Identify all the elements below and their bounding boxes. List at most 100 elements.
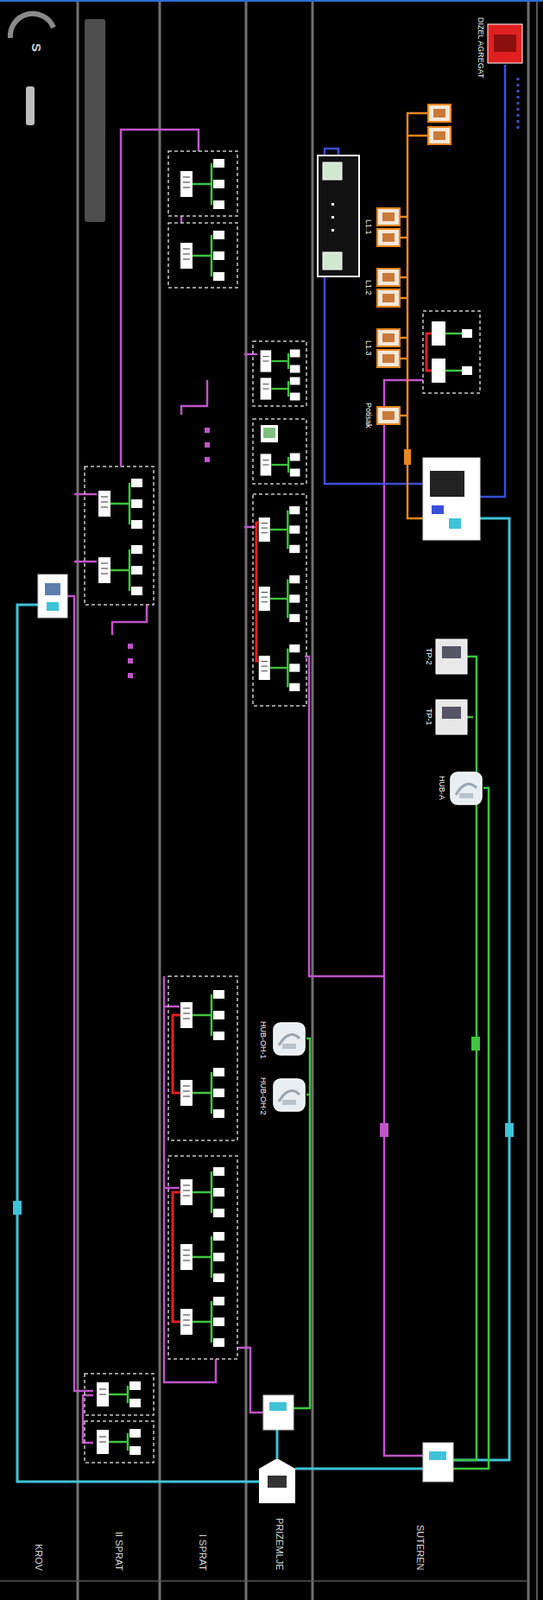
drawing-rect <box>441 706 461 719</box>
floor-name: PRIZEMLJE <box>274 1516 285 1570</box>
drawing-rect <box>260 424 278 442</box>
drawing-use <box>377 208 400 226</box>
drawing-use <box>180 1231 225 1282</box>
drawing-path <box>304 656 385 976</box>
device-name: L1.3 <box>364 340 373 356</box>
drawing-use <box>96 1380 141 1407</box>
drawing-rect <box>431 358 446 383</box>
drawing-path <box>164 1004 180 1008</box>
floor-band: I SPRAT <box>159 0 247 1599</box>
drawing-g <box>172 333 432 1321</box>
drawing-path <box>467 715 474 719</box>
drawing-rect <box>204 456 210 462</box>
drawing-rect <box>25 86 35 126</box>
drawing-line <box>0 1578 529 1581</box>
drawing-path <box>17 604 259 1481</box>
drawing-g <box>67 129 424 1455</box>
device-label: TP-1 <box>423 699 435 734</box>
drawing-rect <box>441 645 461 658</box>
floor-name: SUTEREN <box>415 1523 426 1570</box>
drawing-rect <box>204 427 210 433</box>
floor-band: KROV <box>0 0 78 1599</box>
device-name: Potisak <box>364 402 373 429</box>
drawing-rect <box>46 601 59 611</box>
drawing-rect <box>331 202 335 206</box>
drawing-rect <box>317 155 360 277</box>
drawing-use <box>377 228 400 247</box>
drawing-rect <box>423 310 480 393</box>
drawing-line <box>76 0 80 1599</box>
device-name: HUB-OH-1 <box>258 1020 268 1059</box>
drawing-rect <box>431 321 446 346</box>
drawing-path <box>181 379 208 415</box>
drawing-path <box>256 522 259 661</box>
device-name: HUB-OH-2 <box>258 1076 268 1115</box>
drawing-rect <box>168 222 238 288</box>
drawing-path <box>180 215 184 223</box>
floor-name: KROV <box>33 1542 45 1570</box>
drawing-rect <box>37 574 68 618</box>
drawing-use <box>98 544 143 595</box>
drawing-path <box>172 1014 181 1093</box>
drawing-g <box>77 0 529 1599</box>
device-name: TP-1 <box>424 707 434 726</box>
drawing-use <box>180 158 225 209</box>
drawing-use <box>260 377 301 401</box>
drawing-rect <box>487 24 523 64</box>
drawing-line <box>158 0 162 1599</box>
drawing-rect <box>84 466 154 605</box>
drawing-use <box>260 349 301 373</box>
drawing-path <box>384 379 424 1455</box>
drawing-use <box>377 328 400 347</box>
drawing-path <box>172 1191 181 1321</box>
drawing-rect <box>431 505 444 514</box>
drawing-rect <box>461 328 473 338</box>
device-label: TP-2 <box>423 638 435 674</box>
drawing-g <box>17 517 510 1481</box>
drawing-path <box>112 604 147 635</box>
drawing-use <box>260 453 301 477</box>
drawing-rect <box>505 1122 514 1137</box>
drawing-use <box>258 574 301 622</box>
logo-letter: S <box>29 43 45 52</box>
drawing-rect <box>331 215 335 219</box>
drawing-rect <box>471 1035 480 1050</box>
drawing-use <box>180 989 225 1040</box>
floor-band: SUTERENDIZEL AGREGATL1.1L1.2L1.3PotisakT… <box>312 0 529 1599</box>
drawing-path <box>453 787 489 1468</box>
drawing-line <box>517 77 520 130</box>
drawing-rect <box>44 582 61 595</box>
drawing-use <box>273 1022 305 1055</box>
drawing-path <box>276 1428 279 1458</box>
device-name: L1.2 <box>364 279 373 296</box>
drawing-path <box>74 492 97 496</box>
drawing-rect <box>461 366 473 375</box>
drawing-rect <box>168 151 238 216</box>
drawing-rect <box>435 638 468 674</box>
floor-band: PRIZEMLJE HUB-OH-1HUB-OH-2 <box>246 0 313 1599</box>
floor-name: I SPRAT <box>197 1533 209 1570</box>
drawing-use <box>180 1166 225 1217</box>
drawing-path <box>479 64 506 497</box>
drawing-rect <box>267 1474 287 1487</box>
drawing-g <box>331 202 335 232</box>
drawing-rect <box>84 1420 154 1462</box>
drawing-rect <box>252 340 307 406</box>
drawing-rect <box>263 1394 294 1429</box>
drawing-use <box>377 349 400 367</box>
drawing-use <box>180 1067 225 1118</box>
drawing-rect <box>404 448 411 465</box>
drawing-rect <box>322 252 342 270</box>
drawing-line <box>0 0 543 2</box>
drawing-use <box>377 268 400 286</box>
drawing-rect <box>12 1199 22 1214</box>
drawing-g <box>324 64 506 497</box>
drawing-use <box>428 104 451 122</box>
drawing-use <box>377 289 400 307</box>
floor-name: II SPRAT <box>113 1530 125 1570</box>
drawing-use <box>180 1295 225 1346</box>
drawing-rect <box>429 470 465 497</box>
drawing-rect <box>379 1122 389 1137</box>
drawing-line <box>245 0 248 1599</box>
